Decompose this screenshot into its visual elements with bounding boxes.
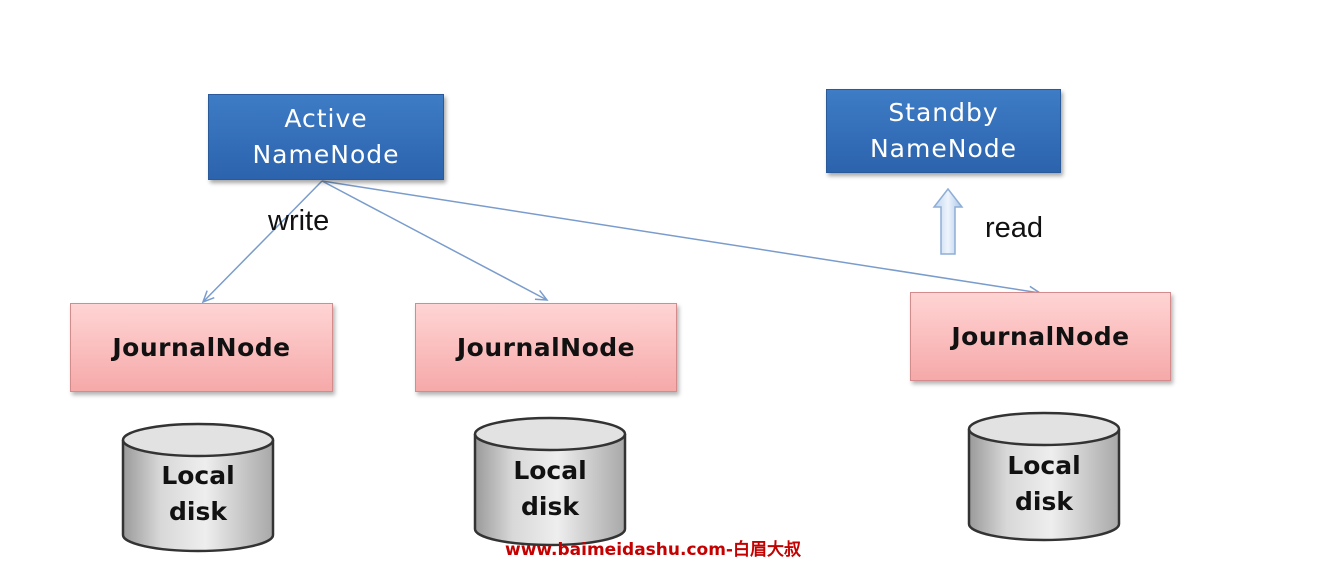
local-disk-1-shape	[121, 422, 275, 553]
local-disk-1-line2: disk	[169, 497, 227, 526]
read-label: read	[985, 212, 1044, 244]
journal-node-1-label: JournalNode	[112, 333, 291, 362]
write-edge-journal-3	[321, 180, 1042, 297]
active-namenode-line2: NameNode	[252, 140, 400, 169]
standby-namenode-line2: NameNode	[869, 134, 1017, 163]
active-namenode: Active NameNode	[208, 94, 444, 180]
standby-namenode-line1: Standby	[888, 98, 999, 127]
local-disk-3-shape	[967, 411, 1121, 542]
local-disk-2-line2: disk	[521, 492, 579, 521]
journal-node-2: JournalNode	[415, 303, 677, 392]
write-edge-journal-2	[321, 180, 549, 301]
write-label: write	[268, 205, 330, 237]
journal-node-2-label: JournalNode	[456, 333, 636, 362]
local-disk-3-line1: Local	[1007, 451, 1081, 480]
local-disk-2: Local disk	[475, 453, 625, 525]
local-disk-2-line1: Local	[513, 456, 587, 485]
local-disk-1-line1: Local	[161, 461, 235, 490]
local-disk-3-line2: disk	[1015, 487, 1073, 516]
local-disk-2-shape	[473, 416, 627, 547]
journal-node-1: JournalNode	[70, 303, 333, 392]
standby-namenode: Standby NameNode	[826, 89, 1061, 173]
journal-node-3: JournalNode	[910, 292, 1171, 381]
read-arrow-icon	[932, 187, 964, 255]
watermark: www.baimeidashu.com-白眉大叔	[505, 540, 801, 560]
journal-node-3-label: JournalNode	[951, 322, 1130, 351]
write-edge-journal-1	[201, 180, 323, 304]
local-disk-1: Local disk	[123, 458, 273, 530]
local-disk-3: Local disk	[969, 448, 1119, 520]
active-namenode-line1: Active	[284, 104, 368, 133]
